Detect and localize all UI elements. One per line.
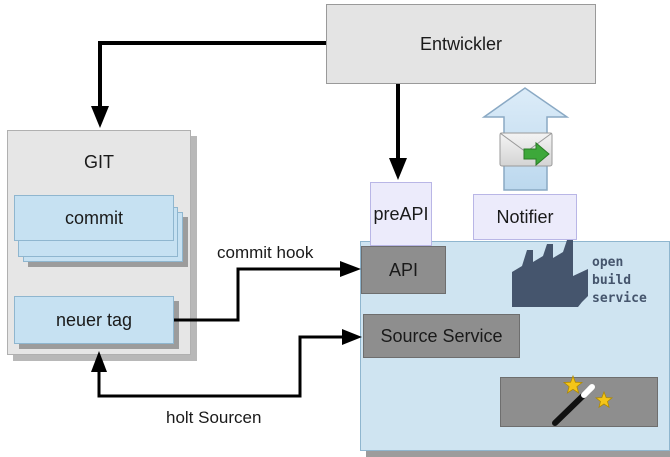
api-label: API [388,259,418,280]
neuer-tag-label: neuer tag [55,309,133,330]
source-service-label: Source Service [380,325,503,346]
entwickler-to-git-arrow [91,41,326,128]
factory-icon [512,240,588,307]
entwickler-label: Entwickler [419,33,503,54]
magic-wand-icon [552,374,614,426]
notifier-label: Notifier [496,206,554,227]
commit-box: commit [14,195,174,241]
obs-logo-text: open build service [592,255,647,306]
entwickler-box: Entwickler [326,4,596,84]
commit-label: commit [65,207,123,228]
api-box: API [361,246,446,294]
logo-line-open: open [592,255,623,270]
neuer-tag-box: neuer tag [14,296,174,344]
git-title: GIT [84,151,114,172]
commit-hook-arrow [174,261,361,322]
commit-hook-label: commit hook [217,243,314,262]
logo-line-build: build [592,273,631,288]
preapi-box: preAPI [370,182,432,246]
preapi-label: preAPI [373,203,429,224]
envelope-icon [499,132,553,167]
holt-sourcen-arrow [91,329,362,398]
notifier-box: Notifier [473,194,577,240]
logo-line-service: service [592,291,647,306]
holt-sourcen-label: holt Sourcen [166,408,262,427]
entwickler-to-preapi-arrow [389,84,407,180]
source-service-box: Source Service [363,314,520,358]
